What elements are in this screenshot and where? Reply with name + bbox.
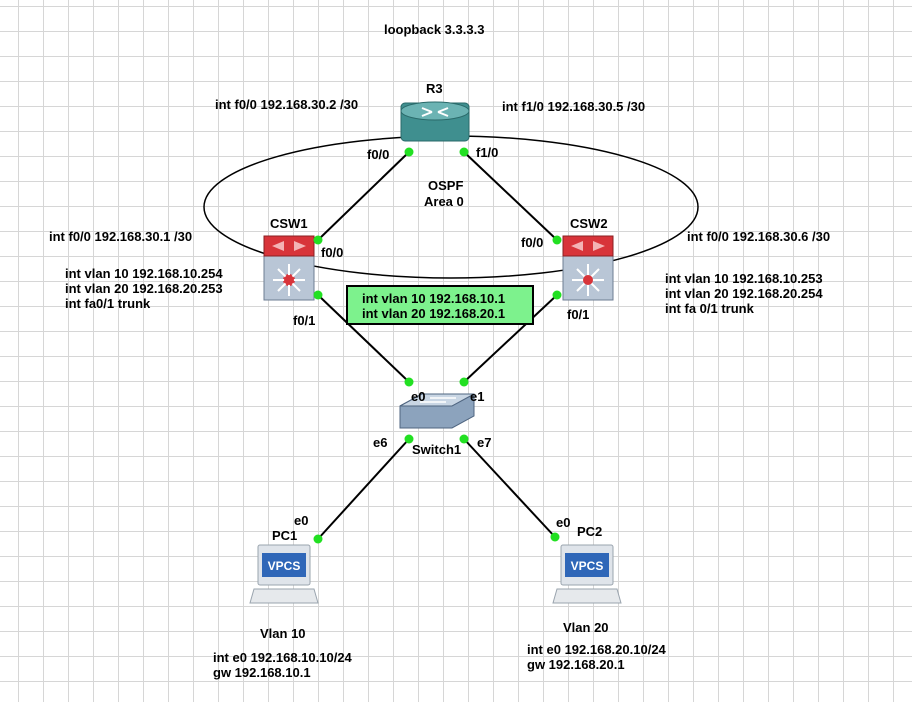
csw2-config-line: int vlan 10 192.168.10.253 bbox=[665, 271, 823, 286]
csw2-center-dot bbox=[583, 275, 593, 285]
csw1-config-line: int vlan 10 192.168.10.254 bbox=[65, 266, 223, 281]
port-dot bbox=[552, 290, 562, 300]
port-label-r3-f10: f1/0 bbox=[476, 145, 499, 160]
csw1-config-line: int vlan 20 192.168.20.253 bbox=[65, 281, 223, 296]
port-dot bbox=[459, 377, 469, 387]
csw2-top-arrows bbox=[571, 241, 605, 251]
csw2-top-band bbox=[562, 235, 614, 257]
csw1-top-arrows bbox=[272, 241, 306, 251]
pc2-config: int e0 192.168.20.10/24 gw 192.168.20.1 bbox=[527, 642, 666, 672]
csw1-config-line: int fa0/1 trunk bbox=[65, 296, 151, 311]
csw2-config: int vlan 10 192.168.10.253 int vlan 20 1… bbox=[665, 271, 823, 316]
node-label-pc1: PC1 bbox=[272, 528, 298, 543]
link-switch1-pc2 bbox=[463, 438, 556, 538]
csw1-top-band bbox=[263, 235, 315, 257]
node-label-csw2: CSW2 bbox=[570, 216, 608, 231]
link-csw1-switch1 bbox=[317, 294, 410, 383]
pc2-screen bbox=[565, 553, 609, 577]
node-label-csw1: CSW1 bbox=[270, 216, 308, 231]
link-switch1-pc1 bbox=[317, 438, 410, 540]
pc1-config: int e0 192.168.10.10/24 gw 192.168.10.1 bbox=[213, 650, 352, 680]
pc-pc1[interactable]: VPCS bbox=[249, 544, 319, 604]
pc2-base bbox=[552, 588, 622, 604]
port-label-sw-e6: e6 bbox=[373, 435, 388, 450]
link-r3-csw2 bbox=[463, 151, 558, 241]
port-label-r3-f00: f0/0 bbox=[367, 147, 390, 162]
port-dot bbox=[552, 235, 562, 245]
port-dot bbox=[404, 377, 414, 387]
port-dot bbox=[459, 434, 469, 444]
switch-switch1[interactable] bbox=[399, 393, 475, 429]
port-label-sw-e1: e1 bbox=[470, 389, 485, 404]
router-r3[interactable] bbox=[400, 101, 470, 142]
virtual-ip-line: int vlan 10 192.168.10.1 bbox=[362, 291, 506, 306]
virtual-ip-note: int vlan 10 192.168.10.1 int vlan 20 192… bbox=[346, 285, 534, 325]
port-label-csw1-f00: f0/0 bbox=[321, 245, 344, 260]
ospf-area-label: Area 0 bbox=[424, 194, 464, 209]
port-dot bbox=[313, 290, 323, 300]
csw2-f00-interface: int f0/0 192.168.30.6 /30 bbox=[687, 229, 831, 244]
pc1-config-line: gw 192.168.10.1 bbox=[213, 665, 311, 680]
csw1-f00-interface: int f0/0 192.168.30.1 /30 bbox=[49, 229, 193, 244]
pc2-vlan-label: Vlan 20 bbox=[563, 620, 609, 635]
link-csw2-switch1 bbox=[463, 294, 558, 383]
link-r3-csw1 bbox=[317, 151, 410, 241]
loopback-title: loopback 3.3.3.3 bbox=[384, 22, 485, 37]
port-label-sw-e7: e7 bbox=[477, 435, 492, 450]
port-label-csw1-f01: f0/1 bbox=[293, 313, 316, 328]
port-label-csw2-f01: f0/1 bbox=[567, 307, 590, 322]
virtual-ip-line: int vlan 20 192.168.20.1 bbox=[362, 306, 506, 321]
switch-csw2[interactable] bbox=[562, 235, 614, 301]
csw2-config-line: int fa 0/1 trunk bbox=[665, 301, 754, 316]
pc1-screen-label: VPCS bbox=[268, 559, 301, 573]
r3-left-interface: int f0/0 192.168.30.2 /30 bbox=[215, 97, 359, 112]
pc2-screen-label: VPCS bbox=[571, 559, 604, 573]
r3-right-interface: int f1/0 192.168.30.5 /30 bbox=[502, 99, 646, 114]
pc1-screen bbox=[262, 553, 306, 577]
pc1-vlan-label: Vlan 10 bbox=[260, 626, 306, 641]
switch1-arrows bbox=[420, 397, 456, 403]
node-label-pc2: PC2 bbox=[577, 524, 603, 539]
pc1-config-line: int e0 192.168.10.10/24 bbox=[213, 650, 352, 665]
port-dot bbox=[313, 534, 323, 544]
port-label-pc1-e0: e0 bbox=[294, 513, 309, 528]
node-label-switch1: Switch1 bbox=[412, 442, 462, 457]
switch-csw1[interactable] bbox=[263, 235, 315, 301]
pc1-base bbox=[249, 588, 319, 604]
pc2-config-line: gw 192.168.20.1 bbox=[527, 657, 625, 672]
port-dot bbox=[550, 532, 560, 542]
router-top bbox=[400, 101, 470, 121]
csw1-config: int vlan 10 192.168.10.254 int vlan 20 1… bbox=[65, 266, 223, 311]
switch1-top bbox=[399, 393, 475, 407]
port-dots bbox=[313, 147, 562, 544]
csw2-config-line: int vlan 20 192.168.20.254 bbox=[665, 286, 823, 301]
node-label-r3: R3 bbox=[426, 81, 443, 96]
port-label-sw-e0: e0 bbox=[411, 389, 426, 404]
pc-pc2[interactable]: VPCS bbox=[552, 544, 622, 604]
router-arrows bbox=[421, 107, 449, 117]
port-label-pc2-e0: e0 bbox=[556, 515, 571, 530]
port-dot bbox=[459, 147, 469, 157]
ospf-label: OSPF bbox=[428, 178, 464, 193]
pc2-config-line: int e0 192.168.20.10/24 bbox=[527, 642, 666, 657]
port-dot bbox=[404, 434, 414, 444]
port-label-csw2-f00: f0/0 bbox=[521, 235, 544, 250]
port-dot bbox=[313, 235, 323, 245]
port-dot bbox=[404, 147, 414, 157]
csw1-center-dot bbox=[284, 275, 294, 285]
